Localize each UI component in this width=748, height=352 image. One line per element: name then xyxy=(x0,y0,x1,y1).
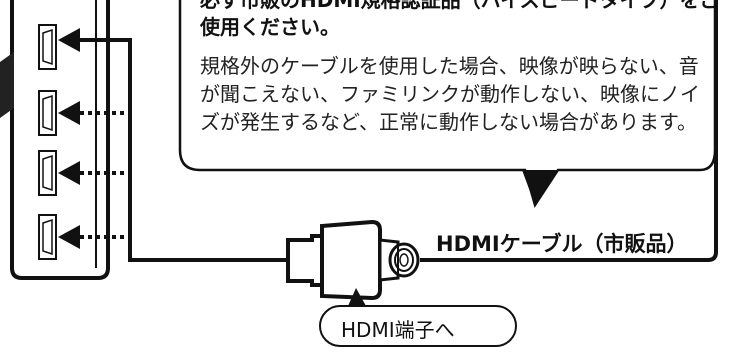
panel-edge-shade xyxy=(0,52,14,118)
hdmi-plug xyxy=(286,219,420,301)
callout-title: 必ず市販のHDMI規格認証品（ハイスピードタイプ）をご使用ください。 xyxy=(200,0,720,39)
plug-pointer xyxy=(348,288,366,306)
arrow-port-3 xyxy=(58,161,80,185)
arrow-port-2 xyxy=(58,101,80,125)
arrow-port-1 xyxy=(58,28,80,52)
arrow-port-4 xyxy=(58,225,80,249)
hdmi-port-4 xyxy=(38,214,57,260)
hdmi-cable-right xyxy=(420,0,718,262)
hdmi-port-3 xyxy=(38,150,57,196)
terminal-label: HDMI端子へ xyxy=(341,318,455,342)
tv-panel xyxy=(0,0,110,280)
hdmi-cable xyxy=(80,38,290,262)
hdmi-port-1 xyxy=(38,24,57,70)
callout-pointer xyxy=(522,170,558,205)
callout-body: 規格外のケーブルを使用した場合、映像が映らない、音が聞こえない、ファミリンクが動… xyxy=(200,54,700,134)
terminal-label-pill xyxy=(319,305,517,347)
cable-label: HDMIケーブル（市販品） xyxy=(436,232,688,256)
hdmi-port-2 xyxy=(38,90,57,136)
